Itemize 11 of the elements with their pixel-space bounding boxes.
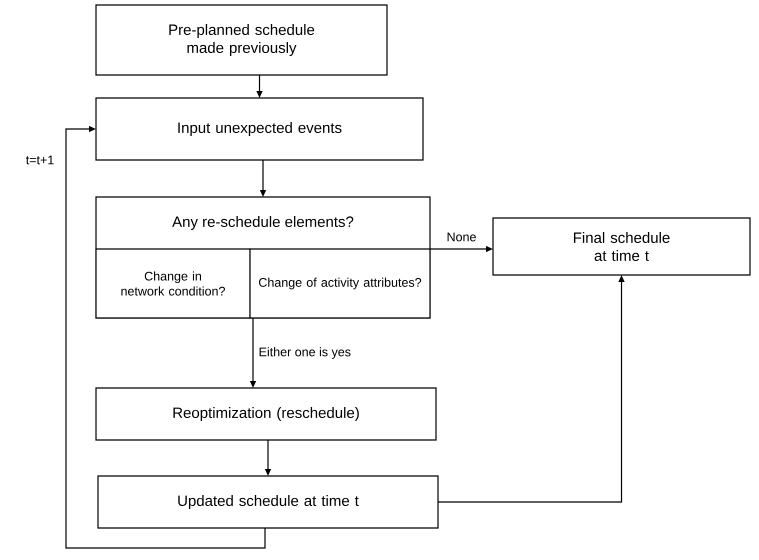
arrow bbox=[65, 126, 266, 549]
process-box: Pre-planned schedule made previously bbox=[95, 4, 388, 76]
process-box: Change in network condition? bbox=[95, 248, 251, 319]
process-box: Input unexpected events bbox=[95, 97, 424, 161]
process-box: Final schedule at time t bbox=[492, 217, 751, 276]
edge-label: t=t+1 bbox=[24, 154, 56, 166]
process-box: Change of activity attributes? bbox=[249, 248, 431, 319]
edge-label: None bbox=[446, 232, 478, 242]
edge-label: Either one is yes bbox=[258, 346, 352, 360]
process-box: Updated schedule at time t bbox=[97, 475, 439, 529]
process-box: Reoptimization (reschedule) bbox=[95, 387, 437, 441]
